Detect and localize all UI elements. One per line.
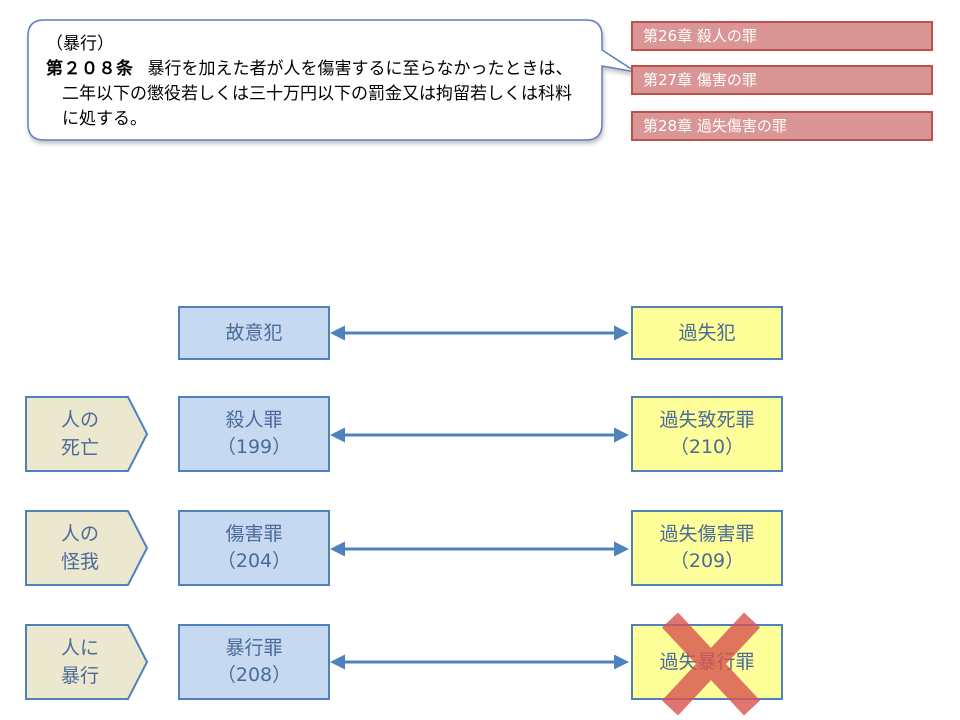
crime-injury-name: 傷害罪 (225, 523, 283, 545)
category-assault-line2: 暴行 (60, 665, 99, 687)
crime-homicide-name: 殺人罪 (225, 409, 283, 431)
category-injury-line2: 怪我 (60, 551, 99, 573)
crime-negligent-homicide: 過失致死罪 （210） (631, 396, 783, 472)
category-assault: 人に 暴行 (25, 624, 149, 700)
crime-homicide-article: （199） (216, 436, 292, 458)
chapter-28: 第28章 過失傷害の罪 (631, 111, 933, 141)
article-body: 第２０８条暴行を加えた者が人を傷害するに至らなかったときは、二年以下の懲役若しく… (46, 57, 586, 132)
article-number: 第２０８条 (46, 59, 134, 79)
crime-assault-article: （208） (216, 664, 292, 686)
article-text-block: （暴行） 第２０８条暴行を加えた者が人を傷害するに至らなかったときは、二年以下の… (46, 32, 586, 132)
category-assault-line1: 人に (60, 637, 99, 659)
crime-negligent-injury: 過失傷害罪 （209） (631, 510, 783, 586)
article-caption: （暴行） (46, 34, 114, 54)
header-negligent-label: 過失犯 (678, 321, 736, 344)
header-intentional-label: 故意犯 (225, 321, 283, 344)
category-injury: 人の 怪我 (25, 510, 149, 586)
crime-injury: 傷害罪 （204） (178, 510, 330, 586)
header-negligent: 過失犯 (631, 306, 783, 360)
category-death: 人の 死亡 (25, 396, 149, 472)
header-intentional: 故意犯 (178, 306, 330, 360)
category-injury-line1: 人の (60, 523, 99, 545)
category-death-line1: 人の (60, 409, 99, 431)
crime-assault: 暴行罪 （208） (178, 624, 330, 700)
crime-injury-article: （204） (216, 550, 292, 572)
chapter-26: 第26章 殺人の罪 (631, 21, 933, 51)
crime-negligent-assault-name: 過失暴行罪 (659, 650, 755, 673)
category-death-line2: 死亡 (60, 437, 99, 459)
crime-negligent-injury-name: 過失傷害罪 (659, 523, 755, 545)
crime-assault-name: 暴行罪 (225, 637, 283, 659)
crime-negligent-homicide-name: 過失致死罪 (659, 409, 755, 431)
crime-negligent-assault: 過失暴行罪 (631, 624, 783, 700)
article-text: 暴行を加えた者が人を傷害するに至らなかったときは、二年以下の懲役若しくは三十万円… (62, 59, 573, 129)
crime-homicide: 殺人罪 （199） (178, 396, 330, 472)
crime-negligent-injury-article: （209） (669, 550, 745, 572)
crime-negligent-homicide-article: （210） (669, 436, 745, 458)
chapter-27: 第27章 傷害の罪 (631, 65, 933, 95)
